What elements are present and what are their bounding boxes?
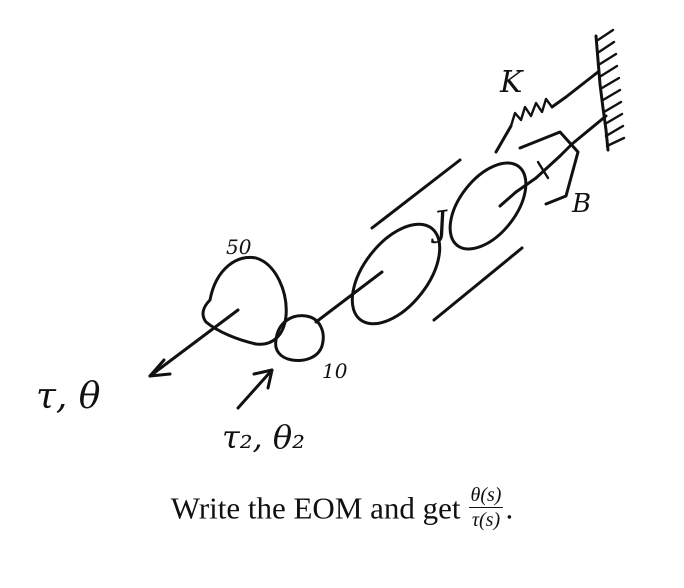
- damper-label: B: [571, 189, 591, 219]
- output-torque-label: τ, θ: [36, 376, 101, 417]
- fraction-denominator: τ(s): [471, 509, 501, 531]
- input-torque-label: τ₂, θ₂: [222, 418, 305, 456]
- big-gear: [201, 255, 288, 346]
- spring-label: K: [499, 65, 524, 100]
- caption-text: Write the EOM and get: [170, 490, 461, 526]
- fraction-numerator: θ(s): [468, 484, 504, 508]
- shaft-lower: [314, 270, 384, 324]
- output-shaft-arrow: [148, 308, 240, 378]
- wall-ground: [594, 28, 626, 152]
- big-gear-label: 50: [226, 235, 252, 259]
- input-torque-arrow: [236, 368, 274, 410]
- spring: [494, 70, 600, 154]
- small-gear: [274, 314, 325, 362]
- caption-period: .: [505, 490, 514, 526]
- transfer-function-fraction: θ(s)τ(s): [468, 484, 504, 531]
- shaft-upper: [498, 190, 518, 208]
- inertia-cylinder: [350, 158, 528, 326]
- small-gear-label: 10: [322, 359, 348, 383]
- damper: [514, 114, 608, 206]
